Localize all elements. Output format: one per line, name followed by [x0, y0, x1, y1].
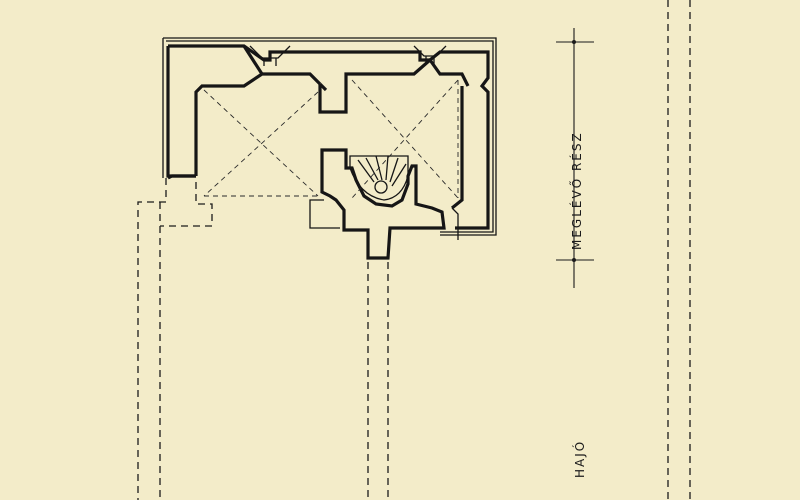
- dimension-line: [556, 28, 594, 288]
- window-openings: [249, 45, 447, 66]
- vault-diagonals: [203, 79, 459, 199]
- tower-outer-frame: [162, 37, 497, 236]
- tower-walls: [166, 44, 490, 260]
- existing-part-label: MEGLÉVŐ RÉSZ: [569, 131, 584, 250]
- nave-dashed-outline: [137, 0, 691, 500]
- nave-label: HAJÓ: [572, 440, 587, 478]
